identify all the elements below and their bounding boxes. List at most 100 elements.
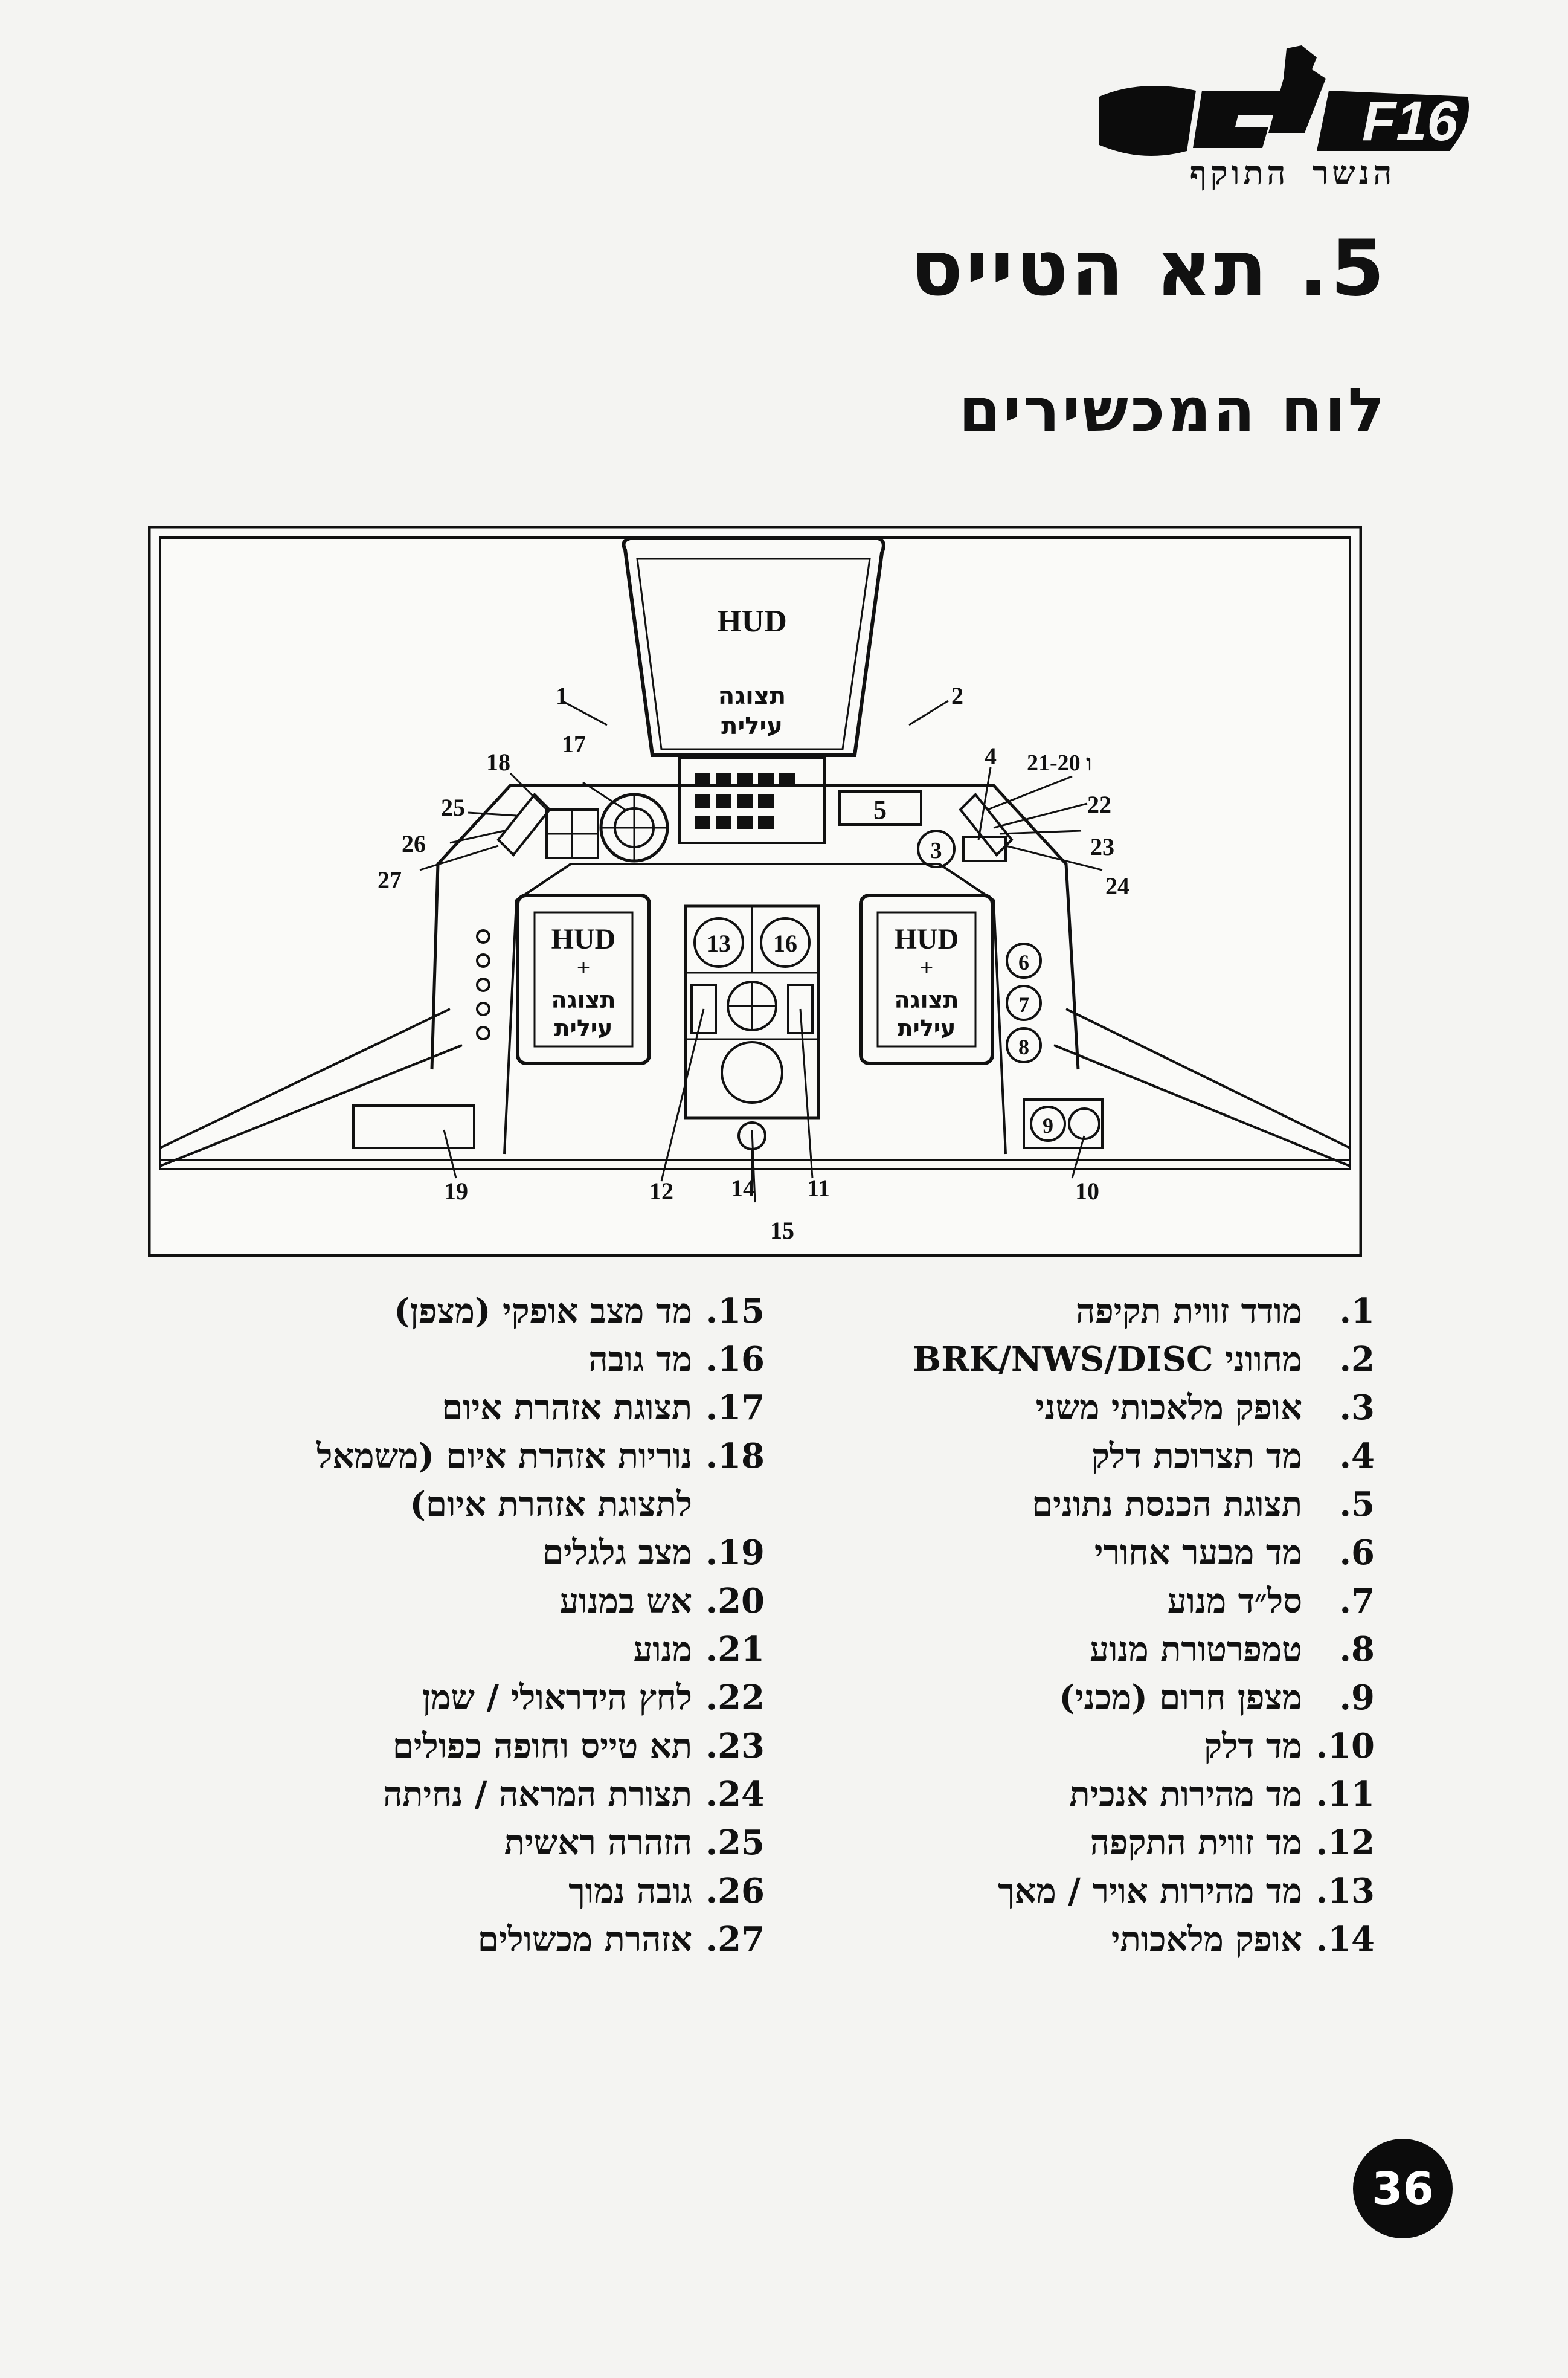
callout-22: 22	[1087, 791, 1111, 818]
legend-text: סל״ד מנוע	[1167, 1581, 1302, 1621]
legend-item: 13.מד מהירות אויר / מאך	[771, 1867, 1375, 1915]
gauge-9	[1030, 1106, 1066, 1142]
legend-num: 23.	[705, 1726, 765, 1766]
legend-item: 17.תצוגת אזהרת איום	[130, 1384, 765, 1432]
legend-num: 3.	[1339, 1388, 1375, 1428]
legend-num: 12.	[1316, 1823, 1375, 1863]
legend-item: 3. אופק מלאכותי משני	[771, 1384, 1375, 1432]
legend-item: 26.גובה נמוך	[130, 1867, 765, 1915]
right-mfd-title: HUD	[895, 923, 959, 955]
ufc-panel	[678, 757, 826, 844]
legend-text: מודד זווית תקיפה	[1076, 1291, 1302, 1331]
callout-15: 15	[770, 1217, 794, 1244]
right-mfd-sub2: עילית	[898, 1015, 956, 1042]
legend-item: 2. מחווני BRK/NWS/DISC	[771, 1335, 1375, 1384]
legend-item: 8.טמפרטורת מנוע	[771, 1625, 1375, 1674]
gauge-3	[917, 830, 956, 868]
callout-24: 24	[1105, 872, 1129, 900]
legend-num: 26.	[705, 1871, 765, 1911]
legend-text: אזהרת מכשולים	[477, 1919, 692, 1959]
legend-text: מצפן חרום (מכני)	[1059, 1678, 1302, 1718]
legend-item: 16.מד גובה	[130, 1335, 765, 1384]
legend-item: 24.תצורת המראה / נחיתה	[130, 1770, 765, 1819]
fuel-flow-gauge	[962, 836, 1007, 862]
callout-18: 18	[486, 749, 510, 776]
legend-item: 18.נוריות אזהרת איום (משמאל	[130, 1432, 765, 1480]
legend-item: 15.מד מצב אופקי (מצפן)	[130, 1287, 765, 1335]
legend-item: 19.מצב גלגלים	[130, 1529, 765, 1577]
callout-labels: 1 2 4 21-ו 20 22 23 24 18 17 25 26 27 19…	[378, 682, 1129, 1244]
legend-text: תצוגת הכנסת נתונים	[1032, 1484, 1302, 1524]
right-mfd-plus: +	[920, 954, 934, 981]
right-mfd-sub1: תצוגה	[895, 987, 959, 1013]
legend-num: 6.	[1339, 1533, 1375, 1573]
legend-num: 20.	[705, 1581, 765, 1621]
callout-14: 14	[731, 1174, 755, 1202]
gauge-label-3: 3	[931, 838, 942, 863]
callout-26: 26	[402, 830, 426, 857]
callout-11: 11	[807, 1174, 830, 1202]
legend-item: 25.הזהרה ראשית	[130, 1819, 765, 1867]
legend-num: 8.	[1339, 1629, 1375, 1669]
legend-left: 15.מד מצב אופקי (מצפן) 16.מד גובה 17.תצו…	[130, 1287, 765, 1964]
legend-item: 14.אופק מלאכותי	[771, 1915, 1375, 1964]
legend-text: מד מבער אחורי	[1094, 1533, 1302, 1573]
legend-text: אופק מלאכותי משני	[1035, 1388, 1302, 1428]
canopy-rails	[159, 1008, 1351, 1167]
legend-num: 11.	[1316, 1774, 1375, 1814]
gauge-16	[760, 917, 811, 968]
legend-num: 16.	[705, 1339, 765, 1379]
left-mfd-sub1: תצוגה	[551, 987, 616, 1013]
gauge-7	[1006, 985, 1042, 1021]
legend-item: 5.תצוגת הכנסת נתונים	[771, 1480, 1375, 1529]
callout-27: 27	[378, 866, 402, 894]
left-mfd-plus: +	[577, 954, 591, 981]
gauge-label-8: 8	[1018, 1035, 1029, 1059]
legend-num: 4.	[1339, 1436, 1375, 1476]
legend-text: מחווני BRK/NWS/DISC	[912, 1339, 1302, 1379]
section-title: לוח המכשירים	[959, 375, 1387, 445]
logo-subtitle: הנשר התוקף	[1189, 154, 1396, 192]
legend-text: אש במנוע	[559, 1581, 692, 1621]
legend-num: 15.	[705, 1291, 765, 1331]
legend-num: 2.	[1339, 1339, 1375, 1379]
legend-num: 27.	[705, 1919, 765, 1959]
legend-item: 7. סל״ד מנוע	[771, 1577, 1375, 1625]
callout-10: 10	[1075, 1178, 1099, 1205]
svg-text:F16: F16	[1362, 91, 1458, 152]
callout-20-21: 21-ו 20	[1027, 750, 1092, 776]
legend-right: 1.מודד זווית תקיפה 2.מחווני BRK/NWS/DISC…	[771, 1287, 1375, 1964]
ded-display	[838, 790, 922, 826]
warning-strip-left	[496, 793, 551, 857]
legend-item-continuation: לתצוגת אזהרת איום)	[130, 1480, 765, 1529]
page-number: 36	[1372, 2162, 1434, 2215]
legend-num: 9.	[1339, 1678, 1375, 1718]
legend-text: מד מהירות אנכית	[1069, 1774, 1302, 1814]
gauge-6	[1006, 942, 1042, 979]
legend-item: 4.מד תצרוכת דלק	[771, 1432, 1375, 1480]
legend-text: נוריות אזהרת איום (משמאל	[316, 1436, 692, 1476]
legend-num: 10.	[1316, 1726, 1375, 1766]
legend-text: מצב גלגלים	[542, 1533, 692, 1573]
gauge-label-13: 13	[707, 930, 731, 957]
callout-19: 19	[444, 1178, 468, 1205]
legend-text: מד זווית התקפה	[1090, 1823, 1302, 1863]
callout-25: 25	[441, 794, 465, 821]
legend-text: לחץ הידראולי / שמן	[422, 1678, 692, 1718]
landing-gear-panel	[352, 1104, 475, 1149]
legend-num: 22.	[705, 1678, 765, 1718]
cockpit-diagram: HUD תצוגה עילית 5 3 HUD + תצוגה	[147, 525, 1363, 1257]
legend-text: תצוגת אזהרת איום	[442, 1388, 692, 1428]
legend-item: 11. מד מהירות אנכית	[771, 1770, 1375, 1819]
left-mfd-title: HUD	[551, 923, 616, 955]
gauge-label-7: 7	[1018, 993, 1029, 1017]
left-mfd	[516, 894, 651, 1065]
legend-item: 9. מצפן חרום (מכני)	[771, 1674, 1375, 1722]
page-number-badge: 36	[1353, 2139, 1453, 2238]
ufc-keys	[695, 773, 795, 829]
chapter-title: 5. תא הטייס	[910, 224, 1387, 314]
legend-num: 13.	[1316, 1871, 1375, 1911]
callout-leaders	[419, 700, 1103, 1203]
hud-glass	[622, 536, 885, 757]
legend-num: 7.	[1339, 1581, 1375, 1621]
